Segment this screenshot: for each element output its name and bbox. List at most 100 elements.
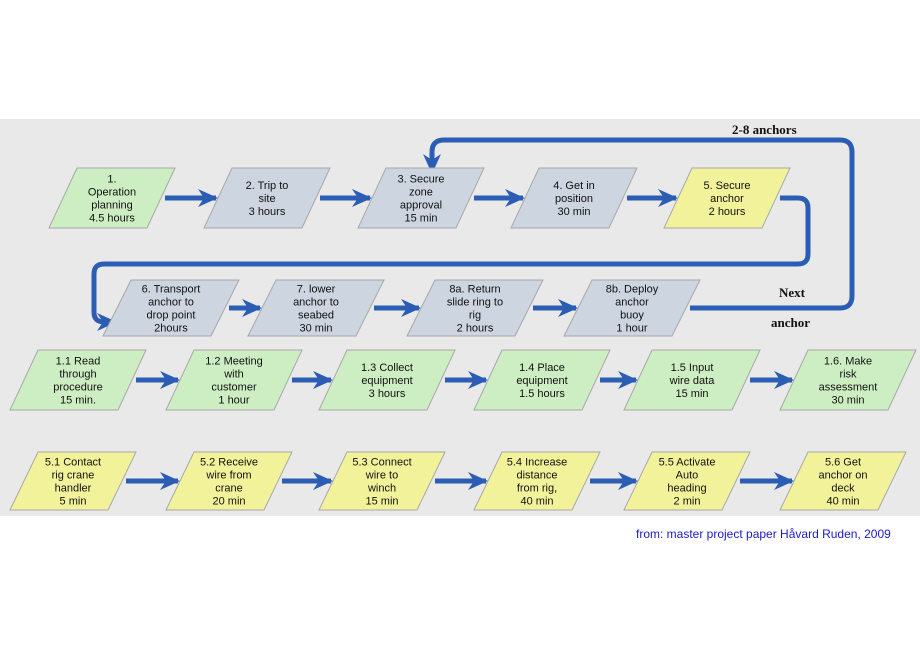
step-label-line: through <box>59 369 96 381</box>
step-label-line: assessment <box>819 382 878 394</box>
step-label-line: from rig, <box>517 483 557 495</box>
step-label-line: customer <box>211 382 257 394</box>
step-label-line: 1 hour <box>616 323 648 335</box>
step-shape <box>102 279 240 337</box>
step-label-line: seabed <box>298 310 334 322</box>
step-label-line: rig <box>469 310 481 322</box>
step-label-line: equipment <box>516 375 567 387</box>
step-shape <box>318 349 456 411</box>
step-label-line: equipment <box>361 375 412 387</box>
step-label-line: 30 min <box>299 323 332 335</box>
step-label-line: position <box>555 193 593 205</box>
step-shape <box>406 279 544 337</box>
loop-arrow-next-anchor <box>423 137 855 311</box>
step-label-line: risk <box>839 369 857 381</box>
step-label-line: site <box>258 193 275 205</box>
step-label-line: 2 hours <box>709 206 746 218</box>
step-label-line: 1.5 Input <box>671 362 714 374</box>
step-label-line: 3 hours <box>249 206 286 218</box>
step-label-line: 15 min <box>365 496 398 508</box>
step-label-line: anchor <box>615 297 649 309</box>
step-label-line: deck <box>831 483 855 495</box>
step-shape <box>203 167 331 229</box>
next-anchor-label-line2: anchor <box>771 315 810 330</box>
step-label-line: 3 hours <box>369 388 406 400</box>
step-label-line: slide ring to <box>447 297 503 309</box>
step-label-line: 1 hour <box>218 395 250 407</box>
step-label-line: 4. Get in <box>553 180 595 192</box>
step-label-line: 2 hours <box>457 323 494 335</box>
step-label-line: 30 min <box>557 206 590 218</box>
step-label-line: 5.1 Contact <box>45 457 101 469</box>
step-label-line: buoy <box>620 310 644 322</box>
step-label-line: 5.4 Increase <box>507 457 568 469</box>
step-label-line: 1. <box>107 174 116 186</box>
step-label-line: approval <box>400 200 442 212</box>
step-label-line: 1.2 Meeting <box>205 356 262 368</box>
step-label-line: 8a. Return <box>449 284 500 296</box>
step-label-line: 5.2 Receive <box>200 457 258 469</box>
step-label-line: 2hours <box>154 323 188 335</box>
step-shape <box>48 167 176 229</box>
step-label-line: anchor on <box>819 470 868 482</box>
step-label-line: 4.5 hours <box>89 213 135 225</box>
step-label-line: winch <box>367 483 396 495</box>
step-label-line: 1.5 hours <box>519 388 565 400</box>
step-label-line: zone <box>409 187 433 199</box>
step-shape <box>623 349 761 411</box>
step-label-line: 15 min <box>675 388 708 400</box>
step-label-line: 7. lower <box>297 284 336 296</box>
step-shape <box>247 279 385 337</box>
step-shape <box>473 349 611 411</box>
step-shape <box>510 167 638 229</box>
step-label-line: 2. Trip to <box>246 180 289 192</box>
step-shape <box>779 349 917 411</box>
step-label-line: wire from <box>205 470 251 482</box>
step-shape <box>357 167 485 229</box>
step-label-line: wire data <box>669 375 716 387</box>
step-label-line: 5 min <box>60 496 87 508</box>
step-label-line: 40 min <box>826 496 859 508</box>
step-label-line: 30 min <box>831 395 864 407</box>
source-citation: from: master project paper Håvard Ruden,… <box>636 527 891 541</box>
step-label-line: 1.6. Make <box>824 356 872 368</box>
step-label-line: procedure <box>53 382 103 394</box>
step-label-line: planning <box>91 200 133 212</box>
loop-count-label: 2-8 anchors <box>732 122 797 137</box>
step-shape <box>623 451 751 511</box>
connectors <box>91 137 855 490</box>
step-label-line: 40 min <box>520 496 553 508</box>
step-label-line: 20 min <box>212 496 245 508</box>
step-label-line: 2 min <box>674 496 701 508</box>
